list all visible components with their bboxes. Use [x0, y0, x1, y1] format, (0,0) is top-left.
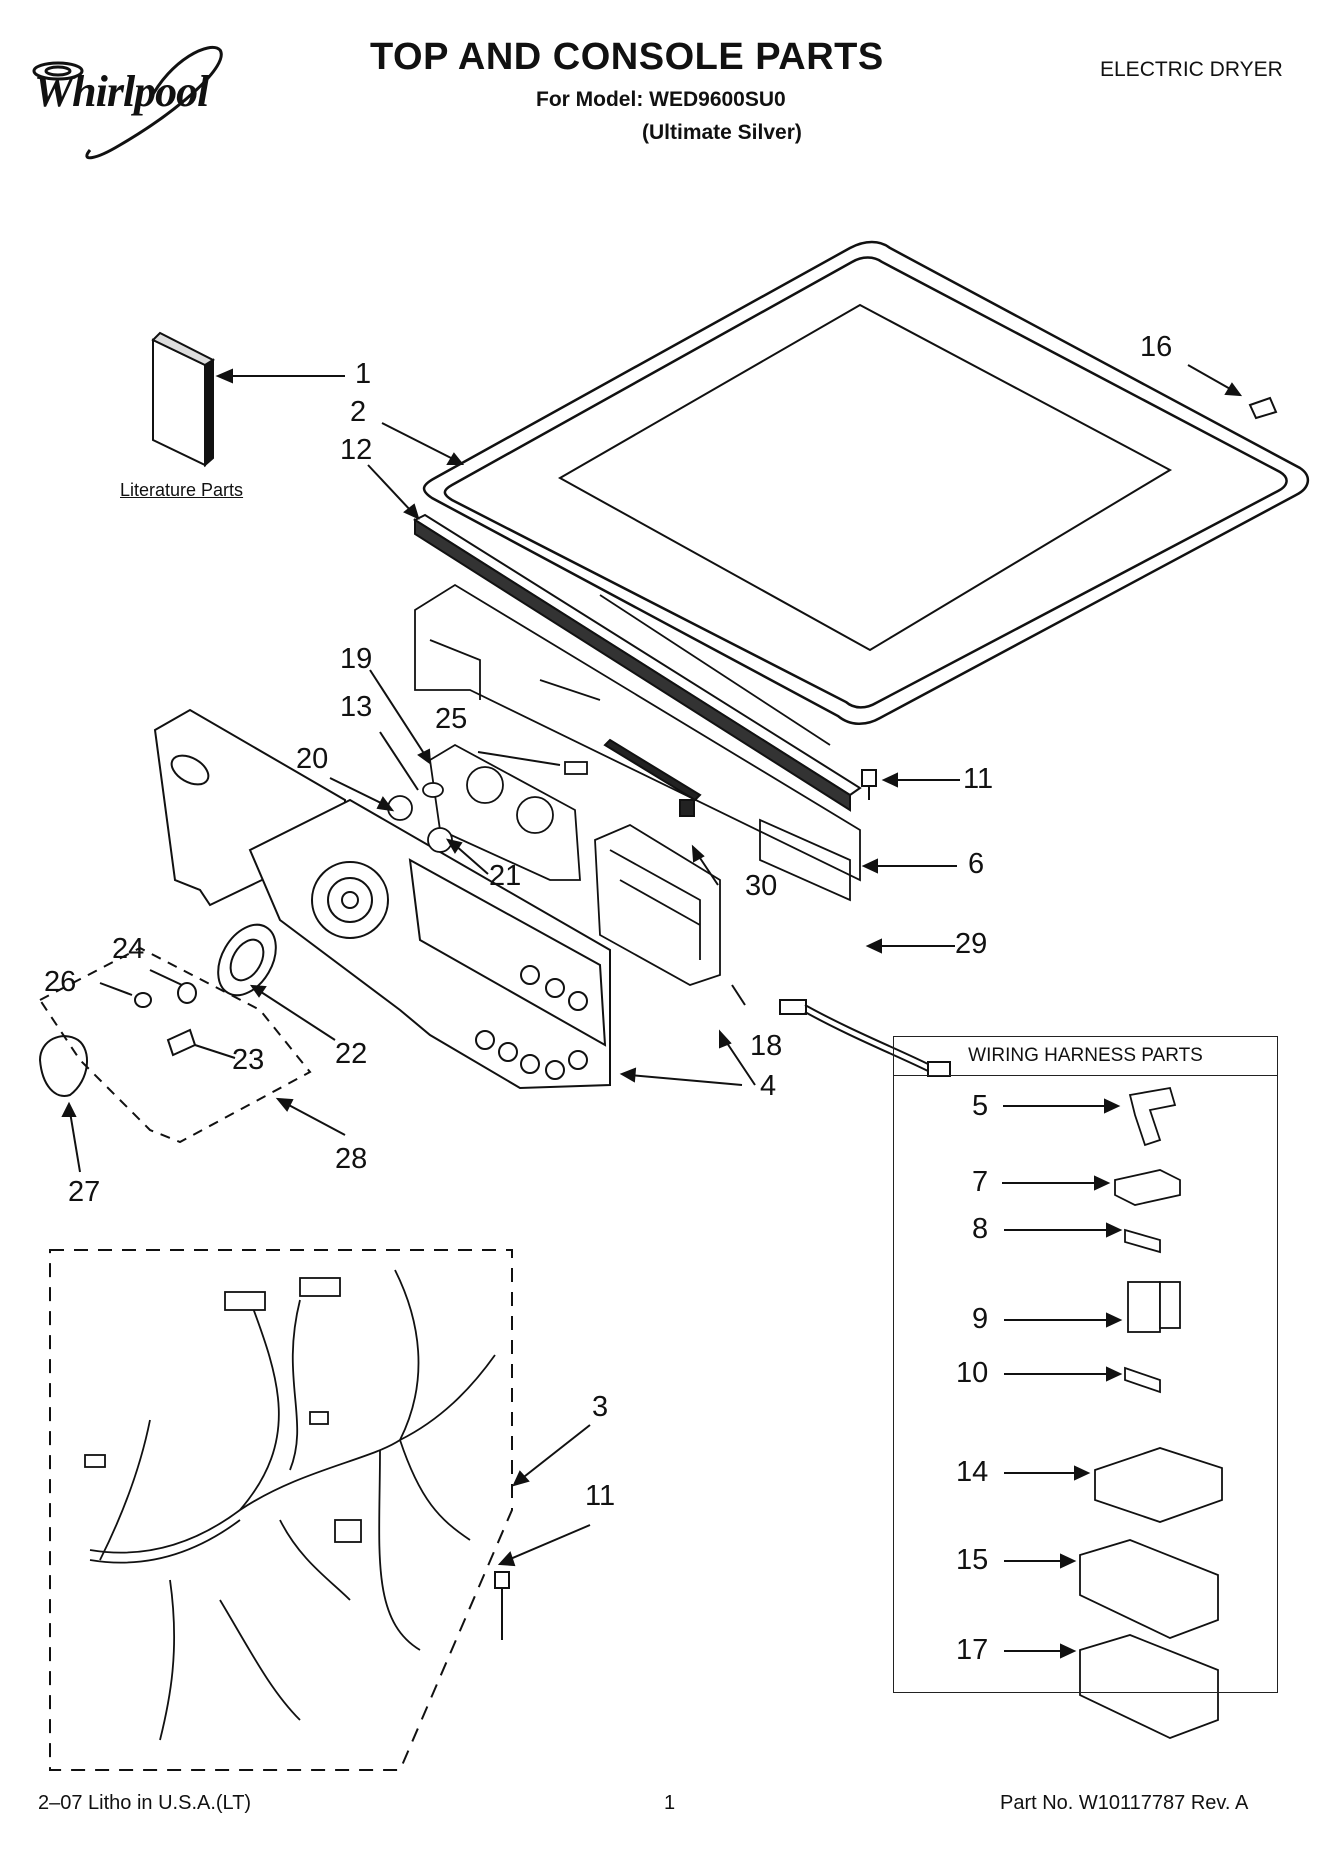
callout-7: 7 — [972, 1166, 989, 1198]
appliance-type: ELECTRIC DRYER — [1100, 58, 1283, 81]
callout-6: 6 — [968, 848, 985, 880]
callout-28: 28 — [335, 1143, 368, 1175]
callout-19: 19 — [340, 643, 373, 675]
callout-17: 17 — [956, 1634, 989, 1666]
callout-15: 15 — [956, 1544, 989, 1576]
wiring-harness-box — [893, 1036, 1278, 1693]
console-bracket — [414, 583, 861, 902]
callout-12: 12 — [340, 434, 373, 466]
callout-14: 14 — [956, 1456, 989, 1488]
callout-8: 8 — [972, 1213, 989, 1245]
main-harness — [84, 1269, 496, 1741]
callout-26: 26 — [44, 966, 77, 998]
main-harness-dash — [49, 1249, 513, 1771]
callout-16: 16 — [1140, 331, 1173, 363]
callout-3: 3 — [592, 1391, 609, 1423]
small-console-parts — [387, 761, 588, 853]
callout-2: 2 — [350, 396, 367, 428]
console-panel — [153, 708, 611, 1090]
callout-5: 5 — [972, 1090, 989, 1122]
callout-21: 21 — [489, 860, 522, 892]
top-strip — [412, 513, 862, 812]
callout-9: 9 — [972, 1303, 989, 1335]
callout-4: 4 — [760, 1070, 777, 1102]
cable-tie — [603, 738, 702, 817]
literature-booklet — [151, 331, 216, 468]
dryer-top-panel — [422, 240, 1309, 725]
leader-lines — [61, 364, 1243, 1659]
knob-kit-dash — [38, 946, 312, 1144]
callout-11-top: 11 — [963, 763, 994, 795]
literature-parts-label: Literature Parts — [120, 480, 244, 500]
logo-swoosh — [32, 45, 223, 160]
wire-harness-small — [779, 999, 951, 1077]
model-line: For Model: WED9600SU0 — [536, 88, 786, 111]
model-variant: (Ultimate Silver) — [642, 121, 802, 144]
wiring-harness-title: WIRING HARNESS PARTS — [893, 1036, 1278, 1076]
part-number: Part No. W10117787 Rev. A — [1000, 1792, 1249, 1814]
callout-29: 29 — [955, 928, 988, 960]
control-board — [594, 823, 721, 986]
callout-18: 18 — [750, 1030, 783, 1062]
callout-22: 22 — [335, 1038, 368, 1070]
callout-23: 23 — [232, 1044, 265, 1076]
page-title: TOP AND CONSOLE PARTS — [370, 36, 884, 78]
page-number: 1 — [664, 1792, 676, 1814]
callout-1: 1 — [355, 358, 372, 390]
callout-30: 30 — [745, 870, 778, 902]
callout-11-bottom: 11 — [585, 1480, 616, 1512]
litho-note: 2–07 Litho in U.S.A.(LT) — [38, 1792, 252, 1814]
callout-27: 27 — [68, 1176, 101, 1208]
callout-24: 24 — [112, 933, 145, 965]
screws — [494, 396, 1278, 1640]
callout-25: 25 — [435, 703, 468, 735]
selector-housing — [429, 743, 581, 881]
callout-13: 13 — [340, 691, 373, 723]
callout-20: 20 — [296, 743, 329, 775]
harness-part-icons — [1079, 1086, 1223, 1739]
callout-10: 10 — [956, 1357, 989, 1389]
